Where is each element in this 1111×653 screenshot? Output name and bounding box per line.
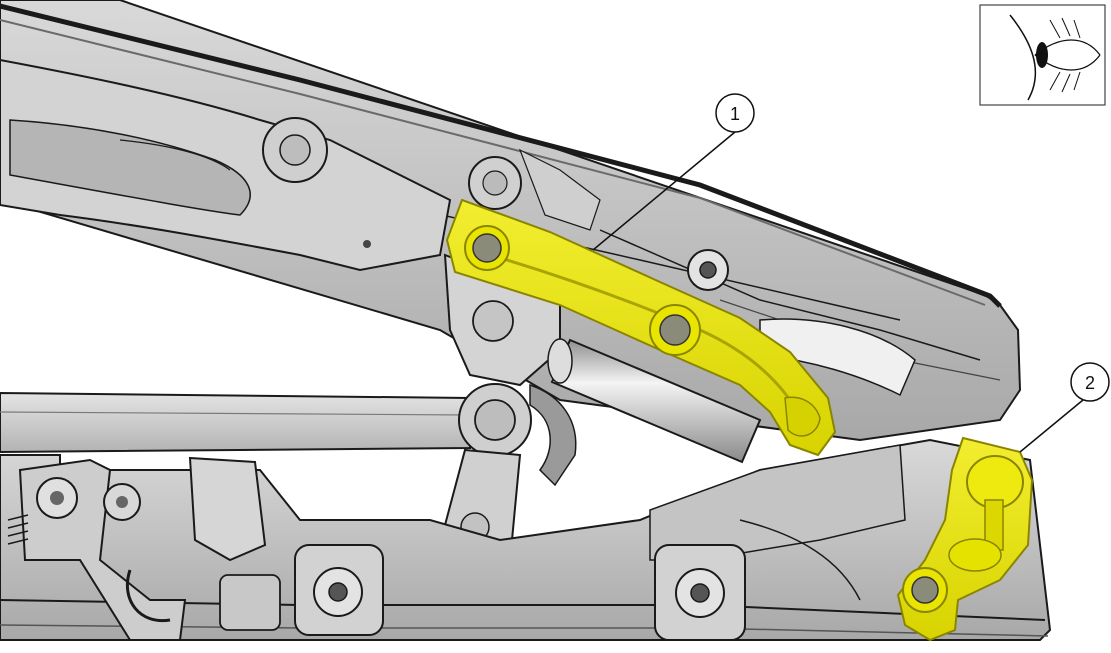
callout-2-label: 2 [1085,373,1095,393]
highlighted-bracket-lower [896,436,1034,642]
highlighted-bracket-upper [445,198,837,457]
callout-1: 1 [592,93,755,251]
link-plate [443,253,561,387]
latch-assembly [7,456,281,641]
bolt [654,544,746,641]
bolt [687,249,729,291]
eye-view-direction-icon [979,4,1106,106]
gas-strut [547,338,762,464]
lower-arm [0,383,577,557]
callout-2: 2 [1019,362,1110,453]
bolt [294,544,384,636]
callout-1-label: 1 [730,104,740,124]
scissor-arm [0,58,522,272]
